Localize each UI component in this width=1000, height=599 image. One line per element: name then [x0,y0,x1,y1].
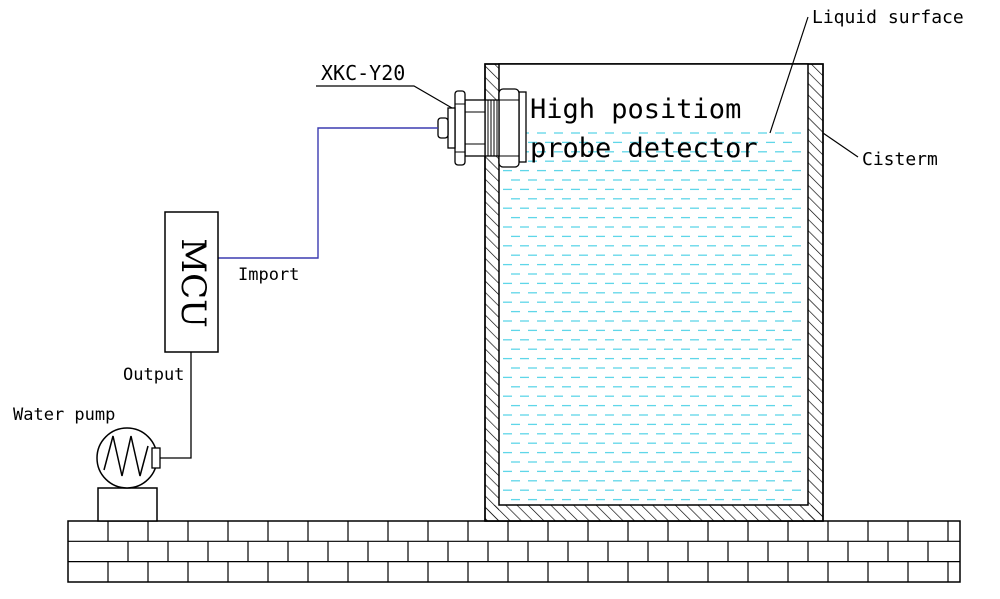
water-body [503,132,801,501]
pump-outlet [151,447,161,469]
cistern-inner-wall [498,63,809,506]
signal-wire-import [218,127,438,259]
cistern-label: Cisterm [862,149,938,170]
pump-body [96,427,158,489]
sensor-thread [487,100,498,156]
mcu-block: MCU [164,211,219,353]
cistern-left-wall-hatch [485,64,499,521]
sensor-model-label: XKC-Y20 [321,61,405,85]
detector-label-line2: probe detector [530,133,758,164]
cistern-leader-line [822,132,859,158]
detector-label-line1: High positiom [530,94,741,125]
mcu-box [164,211,219,353]
mcu-label: MCU [173,238,213,327]
cistern [484,63,824,522]
import-label: Import [238,265,299,285]
output-wire [160,352,192,459]
water-pump [96,427,161,522]
water-pump-label: Water pump [13,405,115,425]
output-label: Output [123,365,184,385]
pump-base [97,487,158,522]
brick-ground [67,520,961,583]
xkc-y20-sensor [437,88,527,168]
liquid-surface-leader-line [769,16,809,134]
liquid-surface-label: Liquid surface [812,7,964,28]
cistern-bottom-hatch [485,505,823,521]
sensor-leader-line [316,85,453,109]
pump-coil [103,435,149,477]
cistern-right-wall-hatch [808,64,823,521]
